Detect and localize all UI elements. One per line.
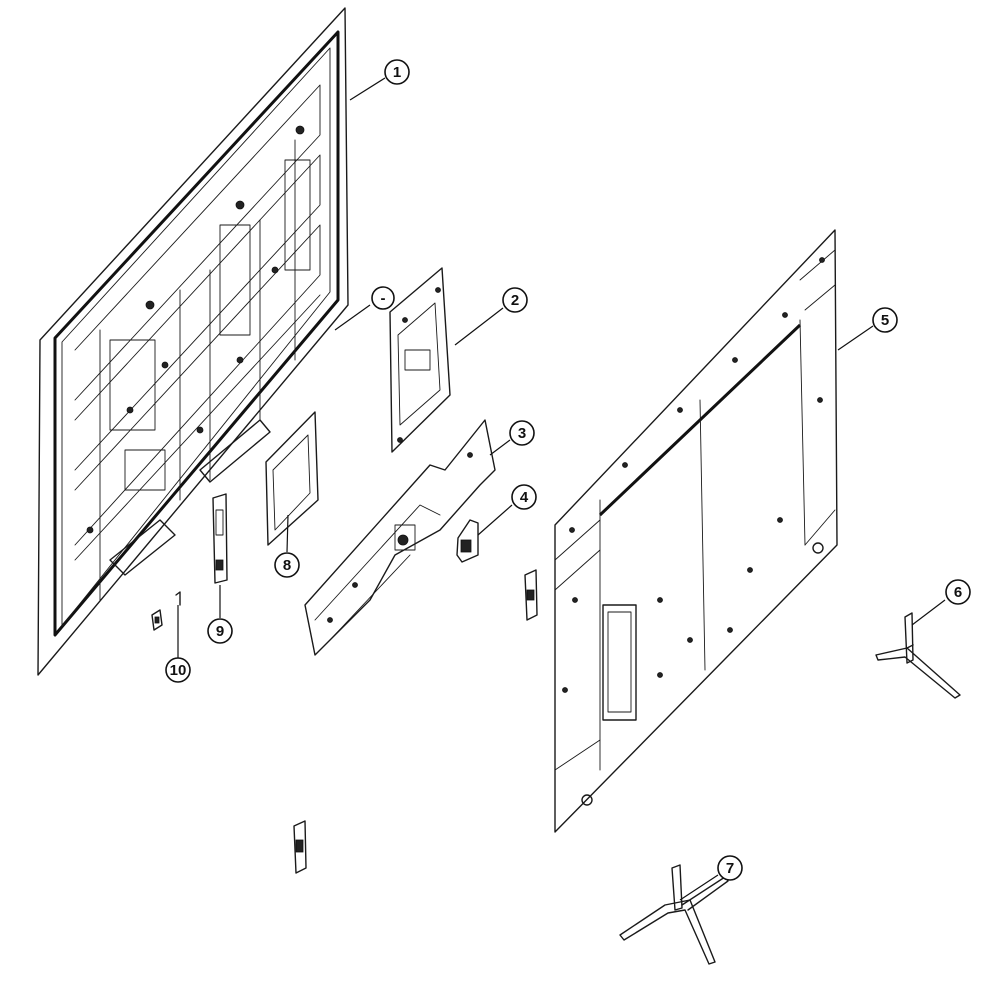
rear-cover-screw-holes xyxy=(562,257,825,693)
panel-mounting-holes xyxy=(86,125,305,534)
part-stand-leg-bottom xyxy=(619,864,729,965)
callout-1-label: 1 xyxy=(393,64,401,81)
callout-5: 5 xyxy=(872,307,898,333)
callout-dash: - xyxy=(371,286,395,310)
part-stand-leg-right xyxy=(875,612,961,699)
callout-9-label: 9 xyxy=(216,623,224,640)
callout-8: 8 xyxy=(274,552,300,578)
callout-2-label: 2 xyxy=(511,292,519,309)
callout-7-label: 7 xyxy=(726,860,734,877)
callout-dash-label: - xyxy=(381,290,386,307)
callout-6-label: 6 xyxy=(954,584,962,601)
callout-2: 2 xyxy=(502,287,528,313)
leader-lines xyxy=(177,77,946,901)
part-screws xyxy=(151,591,181,631)
callout-7: 7 xyxy=(717,855,743,881)
part-vertical-strip xyxy=(212,493,228,584)
callout-5-label: 5 xyxy=(881,312,889,329)
callout-3-label: 3 xyxy=(518,425,526,442)
callout-6: 6 xyxy=(945,579,971,605)
callout-10-label: 10 xyxy=(170,662,187,679)
callout-4: 4 xyxy=(511,484,537,510)
part-lower-clip xyxy=(293,820,307,874)
part-display-panel xyxy=(37,7,349,676)
part-power-bracket xyxy=(304,419,496,656)
callout-8-label: 8 xyxy=(283,557,291,574)
part-main-board xyxy=(389,267,451,453)
part-side-clip xyxy=(524,569,538,621)
part-button-bracket xyxy=(456,519,479,563)
callout-4-label: 4 xyxy=(520,489,529,506)
part-rear-cover xyxy=(554,229,838,833)
callout-3: 3 xyxy=(509,420,535,446)
callout-10: 10 xyxy=(165,657,191,683)
part-small-board xyxy=(265,411,319,546)
callout-1: 1 xyxy=(384,59,410,85)
callout-9: 9 xyxy=(207,618,233,644)
